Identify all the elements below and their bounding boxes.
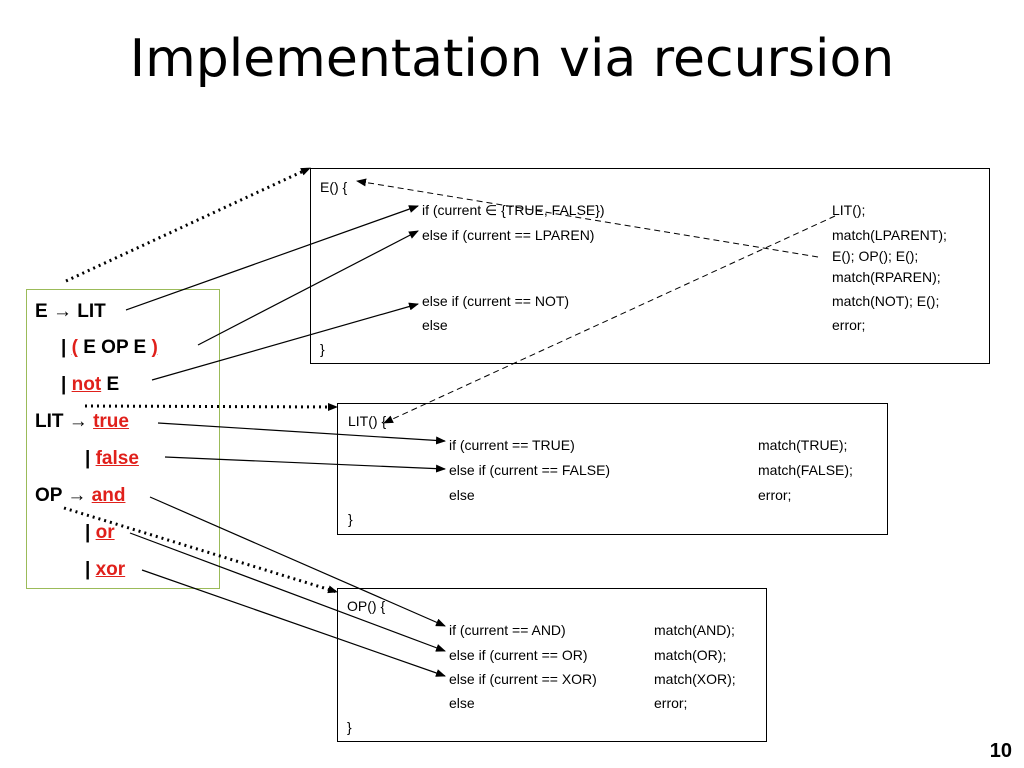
e-action-1: match(LPARENT); [832, 227, 947, 243]
terminal-true: true [93, 411, 129, 432]
terminal-false: false [95, 448, 139, 469]
arrow-icon: → [52, 301, 72, 322]
alt-bar: | [61, 337, 67, 358]
e-function-box: E() { if (current ∈ {TRUE, FALSE}) LIT()… [310, 168, 990, 364]
op-cond-0: if (current == AND) [449, 622, 566, 638]
lit-action-2: error; [758, 487, 792, 503]
op-func-footer: } [347, 719, 352, 735]
op-cond-2: else if (current == XOR) [449, 671, 597, 687]
e-op-e-text: E OP E [77, 337, 152, 358]
grammar-alt-not: | not E [61, 373, 119, 397]
e-action-2: E(); OP(); E(); [832, 248, 919, 264]
lit-action-1: match(FALSE); [758, 462, 853, 478]
op-action-0: match(AND); [654, 622, 735, 638]
lit-func-header: LIT() { [348, 413, 387, 429]
terminal-lparen: ( [71, 337, 78, 358]
op-function-box: OP() { if (current == AND) match(AND); e… [337, 588, 767, 742]
grammar-alt-false: | false [85, 447, 139, 471]
arrow-icon: → [67, 485, 87, 506]
terminal-xor: xor [95, 559, 126, 580]
grammar-rule-lit: LIT → true [35, 410, 129, 434]
e-cond-0: if (current ∈ {TRUE, FALSE}) [422, 202, 605, 218]
nonterminal-lit: LIT [77, 301, 106, 322]
slide-title: Implementation via recursion [129, 29, 895, 89]
lit-cond-2: else [449, 487, 475, 503]
grammar-alt-xor: | xor [85, 558, 125, 582]
terminal-not: not [71, 374, 102, 395]
grammar-rule-e: E → LIT [35, 300, 106, 324]
alt-bar: | [61, 374, 67, 395]
nonterminal-op: OP [35, 485, 63, 506]
e-action-0: LIT(); [832, 202, 866, 218]
grammar-alt-paren: | ( E OP E ) [61, 336, 158, 360]
op-action-2: match(XOR); [654, 671, 736, 687]
op-cond-3: else [449, 695, 475, 711]
grammar-alt-or: | or [85, 521, 115, 545]
e-cond-1: else if (current == LPAREN) [422, 227, 595, 243]
op-cond-1: else if (current == OR) [449, 647, 588, 663]
lit-function-box: LIT() { if (current == TRUE) match(TRUE)… [337, 403, 888, 535]
op-action-1: match(OR); [654, 647, 727, 663]
alt-bar: | [85, 559, 91, 580]
e-func-footer: } [320, 341, 325, 357]
e-action-5: error; [832, 317, 866, 333]
terminal-or: or [95, 522, 115, 543]
terminal-rparen: ) [151, 337, 158, 358]
alt-bar: | [85, 448, 91, 469]
nonterminal-e: E [35, 301, 48, 322]
alt-bar: | [85, 522, 91, 543]
e-cond-5: else [422, 317, 448, 333]
nonterminal-lit: LIT [35, 411, 64, 432]
lit-action-0: match(TRUE); [758, 437, 848, 453]
arrow-icon: → [68, 411, 88, 432]
nonterminal-e: E [106, 374, 120, 395]
op-func-header: OP() { [347, 598, 386, 614]
lit-cond-1: else if (current == FALSE) [449, 462, 611, 478]
e-action-4: match(NOT); E(); [832, 293, 940, 309]
e-action-3: match(RPAREN); [832, 269, 941, 285]
lit-func-footer: } [348, 511, 353, 527]
grammar-rule-op: OP → and [35, 484, 125, 508]
grammar-box: E → LIT | ( E OP E ) | not E LIT → true … [26, 289, 220, 589]
terminal-and: and [91, 485, 126, 506]
op-action-3: error; [654, 695, 688, 711]
dotted-e-to-efunc [65, 166, 311, 283]
e-func-header: E() { [320, 179, 348, 195]
e-cond-4: else if (current == NOT) [422, 293, 570, 309]
page-number: 10 [989, 740, 1012, 762]
lit-cond-0: if (current == TRUE) [449, 437, 575, 453]
